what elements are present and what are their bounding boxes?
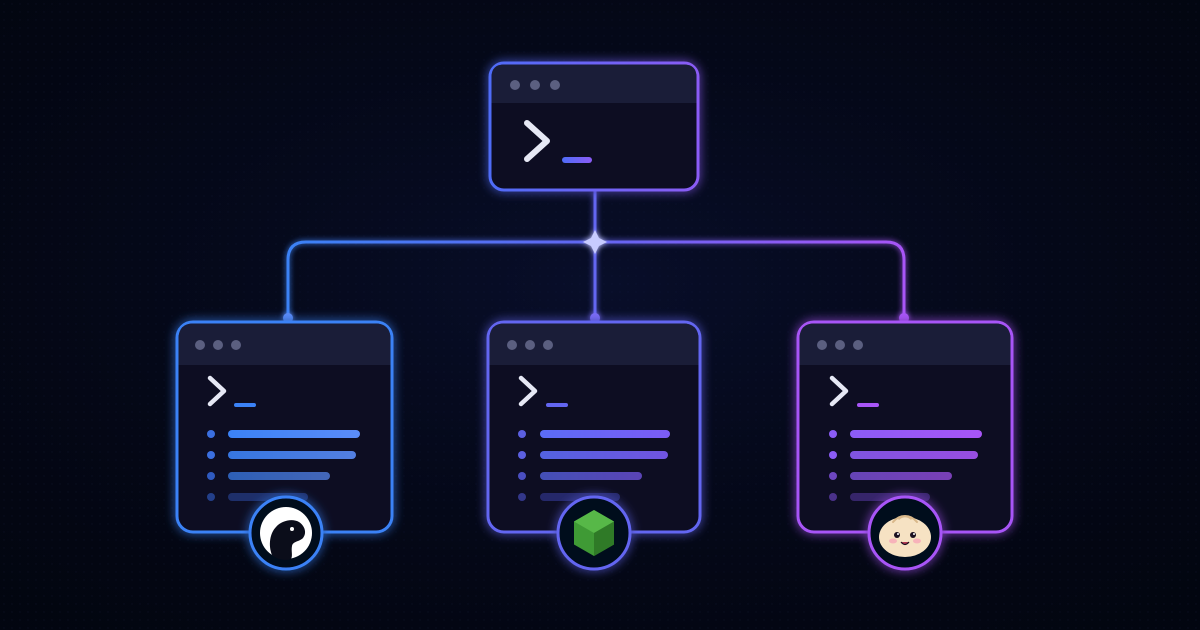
child-terminal-window-node: [486, 320, 702, 571]
sparkle-junction-icon: [583, 230, 607, 254]
branch-left: [286, 240, 595, 318]
nodejs-hexagon-icon: [556, 495, 632, 571]
window-dot: [525, 340, 535, 350]
deno-dinosaur-icon: [248, 495, 324, 571]
terminal-prompt-icon: [518, 375, 568, 407]
window-dot: [550, 80, 560, 90]
output-lines: [518, 430, 670, 501]
window-titlebar: [178, 323, 391, 365]
window-titlebar: [799, 323, 1011, 365]
window-dot: [853, 340, 863, 350]
root-titlebar: [491, 64, 697, 103]
window-dot: [835, 340, 845, 350]
window-titlebar: [489, 323, 699, 365]
window-dot: [530, 80, 540, 90]
terminal-prompt-icon: [829, 375, 879, 407]
window-dot: [213, 340, 223, 350]
window-dot: [231, 340, 241, 350]
window-dot: [817, 340, 827, 350]
branch-right: [595, 240, 906, 318]
window-dot: [543, 340, 553, 350]
window-dot: [510, 80, 520, 90]
terminal-prompt-icon: [524, 120, 592, 163]
terminal-prompt-icon: [207, 375, 256, 407]
child-terminal-window-deno: [175, 320, 394, 571]
window-dot: [507, 340, 517, 350]
child-terminal-window-bun: [796, 320, 1014, 571]
bun-bun-icon: [867, 495, 943, 571]
window-dot: [195, 340, 205, 350]
root-terminal-window: [488, 61, 700, 192]
output-lines: [207, 430, 360, 501]
